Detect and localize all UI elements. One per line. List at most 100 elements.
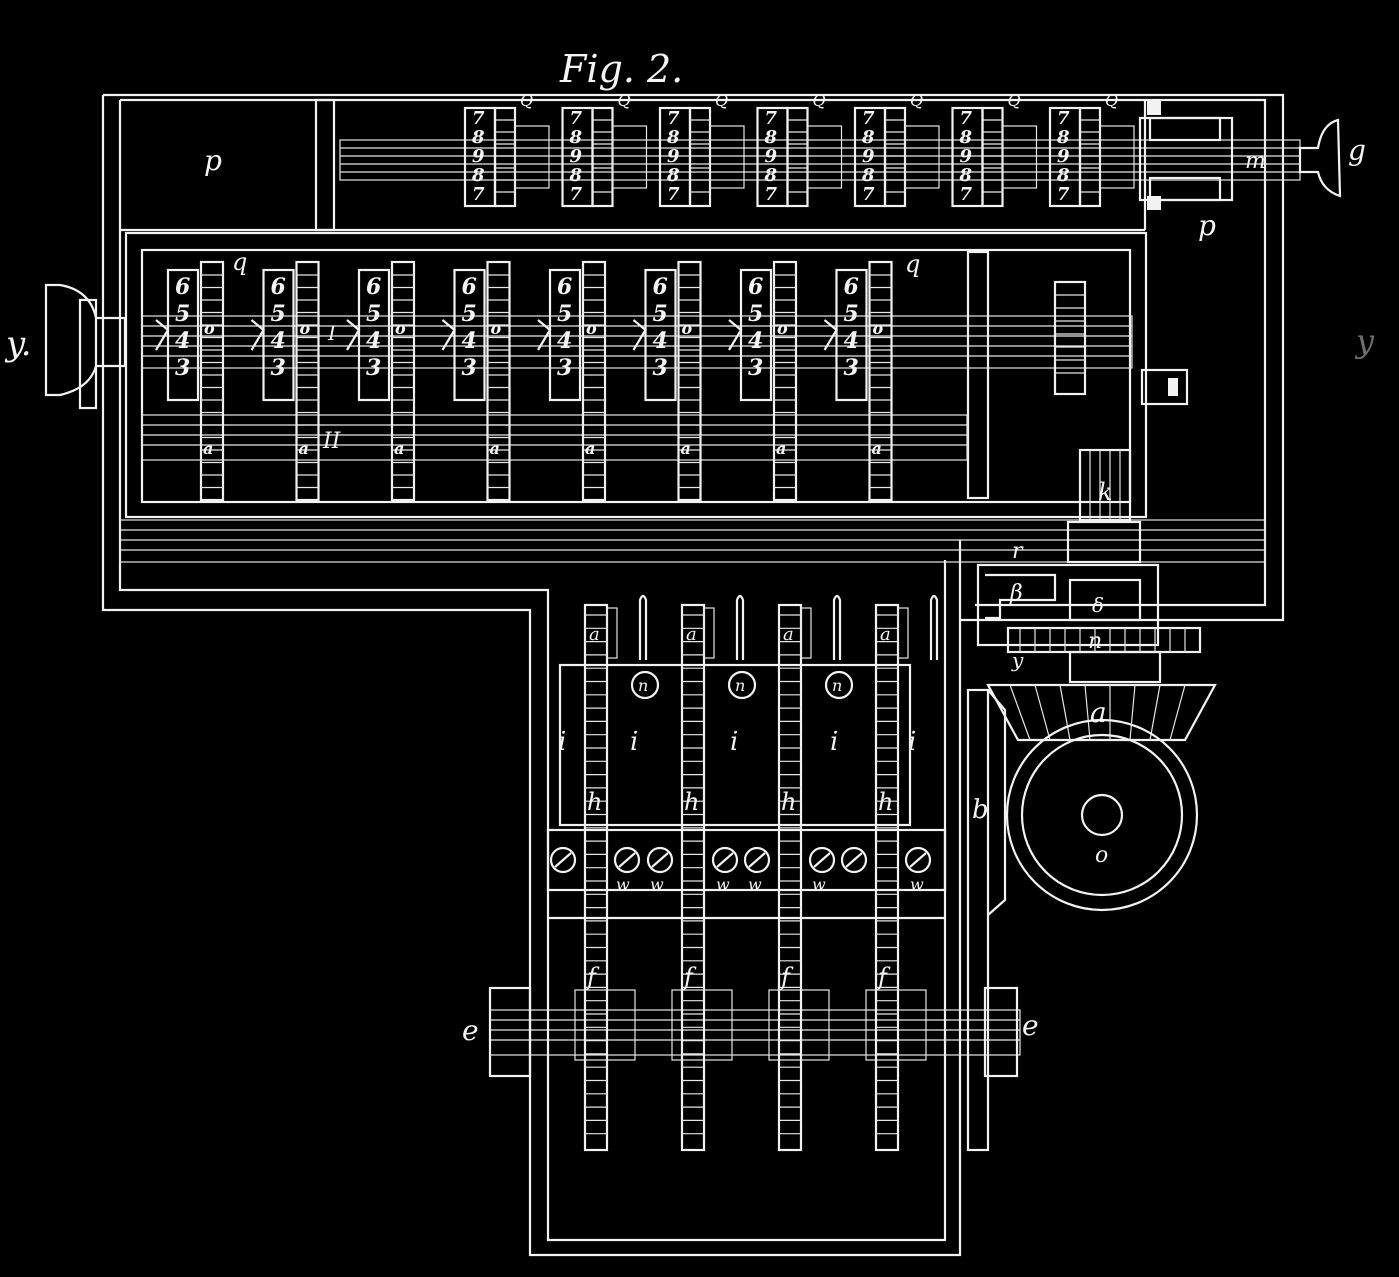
setting-digit: 5: [748, 301, 763, 327]
label-beta: β: [1009, 581, 1023, 606]
key-rack: ahf: [671, 594, 745, 1152]
label-n: n: [1088, 629, 1102, 654]
rack-f-label: f: [876, 963, 891, 991]
label-roman-ii: II: [322, 429, 342, 454]
label-knob-g: g: [1348, 134, 1366, 167]
result-digit: 8: [861, 127, 875, 148]
result-digit: 7: [1057, 108, 1070, 129]
setting-digit: 3: [557, 355, 572, 381]
zero-mark: o: [395, 319, 406, 338]
result-digit: 8: [764, 165, 778, 186]
setting-digit: 3: [844, 355, 859, 381]
gear-tag: a: [490, 439, 500, 458]
label-delta: δ: [1092, 593, 1104, 617]
screw-icon: [613, 846, 641, 874]
rack-h-label: h: [587, 788, 602, 816]
setting-digit: 4: [366, 328, 381, 354]
result-digit: 8: [569, 127, 583, 148]
label-y-gear-bottom: y: [1011, 648, 1024, 672]
result-wheel-tag: Q: [1008, 91, 1021, 110]
screw-icon: [840, 846, 868, 874]
key-w-label: w: [748, 875, 762, 894]
setting-digit: 5: [557, 301, 572, 327]
setting-digit: 3: [653, 355, 668, 381]
setting-wheel-row: 6543oa6543oa6543oa6543oa6543oa6543oa6543…: [155, 260, 893, 502]
screw-icon: [711, 846, 739, 874]
result-digit: 7: [862, 184, 875, 205]
rack-f-label: f: [585, 963, 600, 991]
label-r: r: [1012, 539, 1024, 564]
key-i-label: i: [630, 727, 638, 757]
label-m: m: [1245, 149, 1266, 174]
result-digit: 9: [1057, 146, 1070, 167]
rack-a-label: a: [880, 624, 891, 645]
zero-mark: o: [873, 319, 884, 338]
result-digit: 8: [959, 127, 973, 148]
label-y-left: y.: [4, 324, 32, 364]
key-w-label: w: [812, 875, 826, 894]
gear-tag: a: [872, 439, 882, 458]
screw-icon: [904, 846, 932, 874]
setting-digit: 5: [175, 301, 190, 327]
setting-digit: 6: [844, 274, 859, 300]
result-digit: 8: [959, 165, 973, 186]
rack-a-label: a: [783, 624, 794, 645]
setting-digit: 4: [271, 328, 286, 354]
label-k: k: [1098, 478, 1113, 506]
main-cross-shaft: [119, 448, 1266, 564]
zero-mark: o: [777, 319, 788, 338]
result-digit: 8: [569, 165, 583, 186]
zero-mark: o: [300, 319, 311, 338]
key-i-label: i: [830, 727, 838, 757]
key-assembly: [488, 663, 1021, 1078]
result-digit: 8: [471, 165, 485, 186]
drive-gear-train: [966, 563, 1217, 1152]
result-digit: 9: [472, 146, 485, 167]
label-roman-i: I: [327, 321, 337, 345]
result-digit: 8: [1056, 165, 1070, 186]
result-digit: 7: [765, 184, 778, 205]
result-digit: 7: [960, 108, 973, 129]
key-i-label: i: [908, 727, 916, 757]
zero-mark: o: [491, 319, 502, 338]
result-digit: 8: [1056, 127, 1070, 148]
rack-a-label: a: [589, 624, 600, 645]
rack-h-label: h: [684, 788, 699, 816]
result-digit: 8: [666, 165, 680, 186]
setting-digit: 4: [175, 328, 190, 354]
setting-digit: 3: [271, 355, 286, 381]
result-wheel-tag: Q: [813, 91, 826, 110]
result-wheel-tag: Q: [715, 91, 728, 110]
key-w-label: w: [650, 875, 664, 894]
result-wheel-tag: Q: [618, 91, 631, 110]
label-y-right: y: [1354, 322, 1375, 360]
result-wheel-tag: Q: [520, 91, 533, 110]
result-shaft: [339, 101, 1342, 210]
setting-digit: 4: [748, 328, 763, 354]
result-digit: 8: [471, 127, 485, 148]
key-rack: a h f: [768, 594, 842, 1152]
rack-h-label: h: [781, 788, 796, 816]
label-a: a: [1090, 696, 1107, 729]
rack-f-label: f: [682, 963, 697, 991]
label-e-right: e: [1022, 1009, 1039, 1042]
gear-tag: a: [299, 439, 309, 458]
key-n-label: n: [735, 676, 745, 695]
rack-f-label: f: [779, 963, 794, 991]
result-digit: 8: [861, 165, 875, 186]
key-n-label: n: [638, 676, 648, 695]
setting-digit: 5: [653, 301, 668, 327]
setting-digit: 6: [366, 274, 381, 300]
result-digit: 7: [472, 184, 485, 205]
label-p-left: p: [204, 144, 222, 177]
result-digit: 7: [667, 184, 680, 205]
result-digit: 8: [666, 127, 680, 148]
result-digit: 7: [862, 108, 875, 129]
zero-mark: o: [204, 319, 215, 338]
